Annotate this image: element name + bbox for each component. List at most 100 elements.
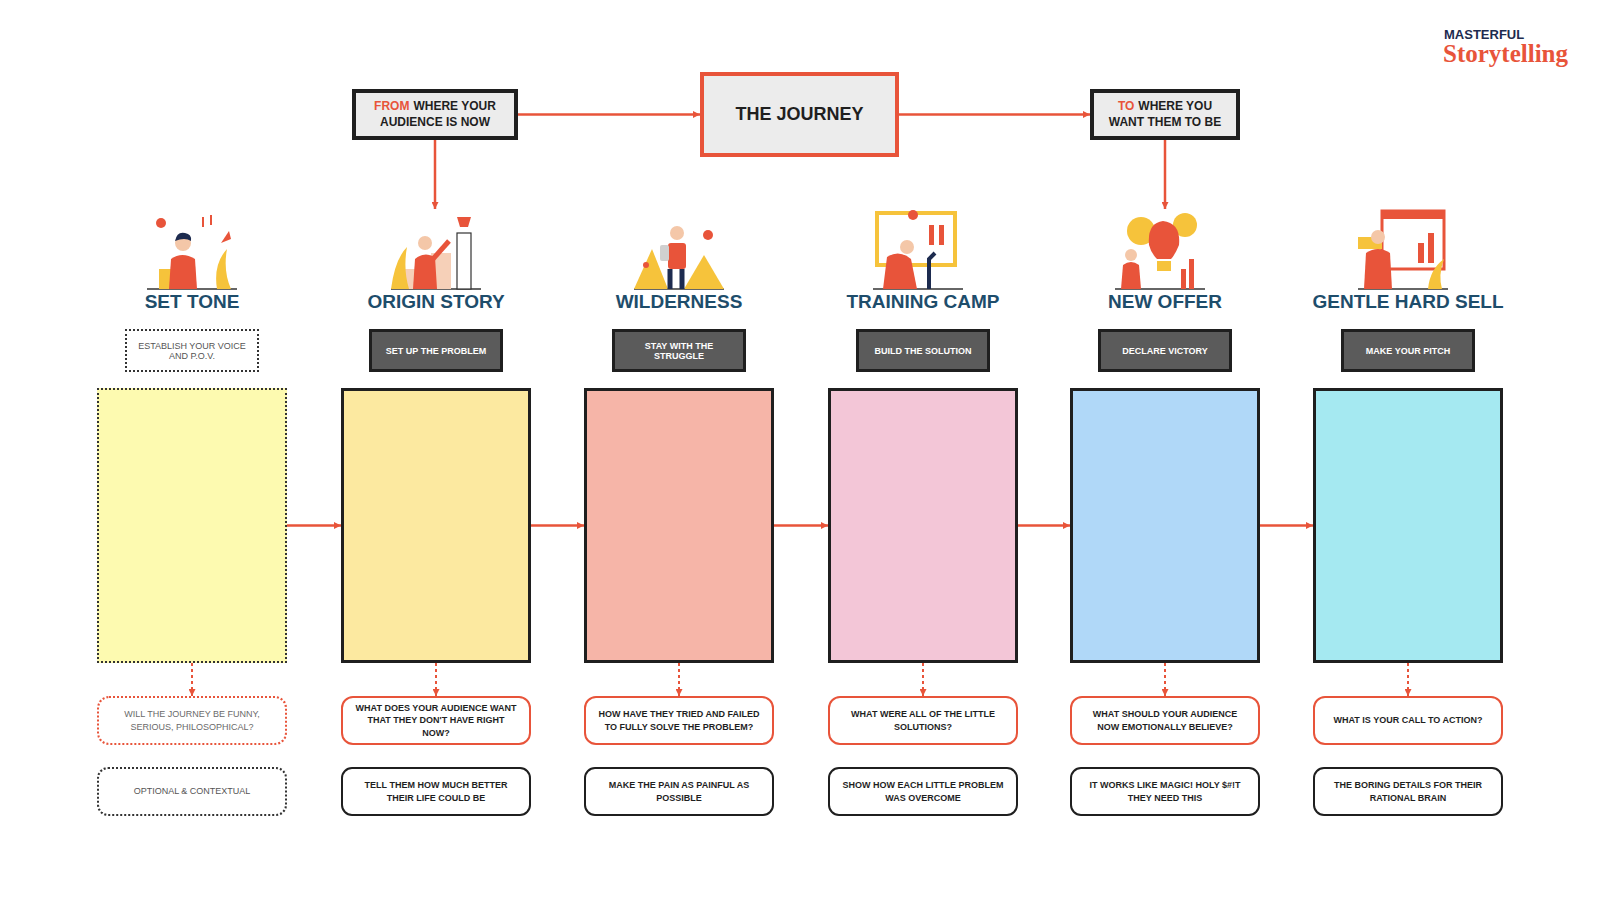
rocket (221, 231, 231, 243)
question-box: WHAT IS YOUR CALL TO ACTION? (1313, 696, 1503, 745)
question-box: WHAT DOES YOUR AUDIENCE WANT THAT THEY D… (341, 696, 531, 745)
test-tube (939, 225, 944, 245)
flow-arrow (774, 524, 828, 527)
stage-tag: DECLARE VICTORY (1098, 329, 1232, 372)
text-wrap: WHAT WERE ALL OF THE LITTLE SOLUTIONS? (840, 708, 1006, 732)
question-text: WHAT DOES YOUR AUDIENCE WANT THAT THEY D… (356, 703, 517, 737)
person-face (418, 236, 432, 250)
question-text: WILL THE JOURNEY BE FUNNY, SERIOUS, PHIL… (124, 709, 260, 731)
map-pin (703, 230, 713, 240)
bar (1189, 259, 1194, 289)
text-wrap: THE JOURNEY (735, 104, 863, 125)
color-panel (341, 388, 531, 663)
question-box: WHAT WERE ALL OF THE LITTLE SOLUTIONS? (828, 696, 1018, 745)
text-wrap: SHOW HOW EACH LITTLE PROBLEM WAS OVERCOM… (840, 779, 1006, 803)
color-panel (828, 388, 1018, 663)
question-box: WILL THE JOURNEY BE FUNNY, SERIOUS, PHIL… (97, 696, 287, 745)
stage-heading: TRAINING CAMP (808, 291, 1038, 313)
text-wrap: WHAT DOES YOUR AUDIENCE WANT THAT THEY D… (353, 702, 519, 738)
bulb (1149, 221, 1179, 259)
flow-arrow (1164, 663, 1166, 696)
person-body (169, 255, 197, 289)
stage-tag: SET UP THE PROBLEM (369, 329, 503, 372)
guidance-box: THE BORING DETAILS FOR THEIR RATIONAL BR… (1313, 767, 1503, 816)
text-wrap: STAY WITH THE STRUGGLE (625, 341, 733, 361)
question-box: HOW HAVE THEY TRIED AND FAILED TO FULLY … (584, 696, 774, 745)
set-tone-icon (147, 215, 237, 289)
question-box: WHAT SHOULD YOUR AUDIENCE NOW EMOTIONALL… (1070, 696, 1260, 745)
stage-heading: NEW OFFER (1050, 291, 1280, 313)
journey-box: THE JOURNEY (700, 72, 899, 157)
color-panel (1313, 388, 1503, 663)
leaf (391, 247, 409, 289)
map-pin (643, 262, 649, 268)
trophy (457, 217, 471, 227)
journey-end-box: FROMWHERE YOUR AUDIENCE IS NOW (352, 89, 518, 140)
bar (1418, 243, 1424, 263)
gentle-hard-sell-icon (1358, 211, 1448, 289)
flow-arrow (922, 663, 924, 696)
text-wrap: MAKE YOUR PITCH (1366, 346, 1450, 356)
wilderness-icon (634, 226, 724, 289)
flow-arrow (899, 113, 1090, 116)
backpack (660, 245, 669, 261)
flow-arrow (191, 663, 193, 696)
stage-column: WILDERNESSSTAY WITH THE STRUGGLE (584, 209, 774, 663)
flow-arrow (434, 140, 437, 209)
text-wrap: BUILD THE SOLUTION (875, 346, 972, 356)
stage-tag: ESTABLISH YOUR VOICE AND P.O.V. (125, 329, 259, 372)
stage-column: NEW OFFERDECLARE VICTORY (1070, 209, 1260, 663)
guidance-box: TELL THEM HOW MUCH BETTER THEIR LIFE COU… (341, 767, 531, 816)
box-text: OPTIONAL & CONTEXTUAL (134, 786, 251, 796)
guidance-box: MAKE THE PAIN AS PAINFUL AS POSSIBLE (584, 767, 774, 816)
new-offer-icon (1115, 213, 1205, 289)
text-wrap: TELL THEM HOW MUCH BETTER THEIR LIFE COU… (353, 779, 519, 803)
text-wrap: SET UP THE PROBLEM (386, 346, 486, 356)
text-wrap: IT WORKS LIKE MAGIC! HOLY $#!T THEY NEED… (1082, 779, 1248, 803)
tag-text: STAY WITH THE STRUGGLE (645, 341, 713, 361)
tag-text: MAKE YOUR PITCH (1366, 346, 1450, 356)
box-text: TO (1118, 99, 1134, 113)
bulb (156, 218, 166, 228)
bulb-base (1157, 261, 1171, 271)
flow-arrow (1260, 524, 1313, 527)
text-wrap: WHAT IS YOUR CALL TO ACTION? (1334, 714, 1483, 726)
flow-arrow (287, 524, 341, 527)
bar (1428, 233, 1434, 263)
origin-story-icon (391, 217, 481, 289)
person-body (883, 253, 917, 289)
question-text: HOW HAVE THEY TRIED AND FAILED TO FULLY … (599, 709, 760, 731)
text-wrap: ESTABLISH YOUR VOICE AND P.O.V. (137, 341, 247, 361)
stage-heading: GENTLE HARD SELL (1293, 291, 1523, 313)
tag-text: ESTABLISH YOUR VOICE AND P.O.V. (138, 341, 246, 361)
flow-arrow (1018, 524, 1070, 527)
stage-column: GENTLE HARD SELLMAKE YOUR PITCH (1313, 209, 1503, 663)
podium (457, 233, 471, 289)
person-face (1125, 249, 1137, 261)
bar (1181, 269, 1186, 289)
training-camp-icon (873, 210, 963, 289)
person-body (668, 243, 686, 269)
box-text: SHOW HOW EACH LITTLE PROBLEM WAS OVERCOM… (843, 780, 1004, 802)
flow-arrow (435, 663, 437, 696)
box-text: MAKE THE PAIN AS PAINFUL AS POSSIBLE (609, 780, 749, 802)
text-wrap: TOWHERE YOU WANT THEM TO BE (1104, 99, 1226, 130)
heart (908, 210, 918, 220)
text-wrap: WILL THE JOURNEY BE FUNNY, SERIOUS, PHIL… (109, 708, 275, 732)
guidance-box: SHOW HOW EACH LITTLE PROBLEM WAS OVERCOM… (828, 767, 1018, 816)
stage-tag: STAY WITH THE STRUGGLE (612, 329, 746, 372)
color-panel (584, 388, 774, 663)
text-wrap: OPTIONAL & CONTEXTUAL (134, 785, 251, 797)
flow-arrow (678, 663, 680, 696)
text-wrap: THE BORING DETAILS FOR THEIR RATIONAL BR… (1325, 779, 1491, 803)
mountain (684, 255, 724, 289)
test-tube (929, 225, 934, 245)
person-body (1364, 249, 1392, 289)
person-face (670, 226, 684, 240)
microscope (929, 253, 935, 289)
color-panel (1070, 388, 1260, 663)
stage-tag: MAKE YOUR PITCH (1341, 329, 1475, 372)
flow-arrow (518, 113, 700, 116)
flow-arrow (1407, 663, 1409, 696)
box-text: THE JOURNEY (735, 104, 863, 124)
